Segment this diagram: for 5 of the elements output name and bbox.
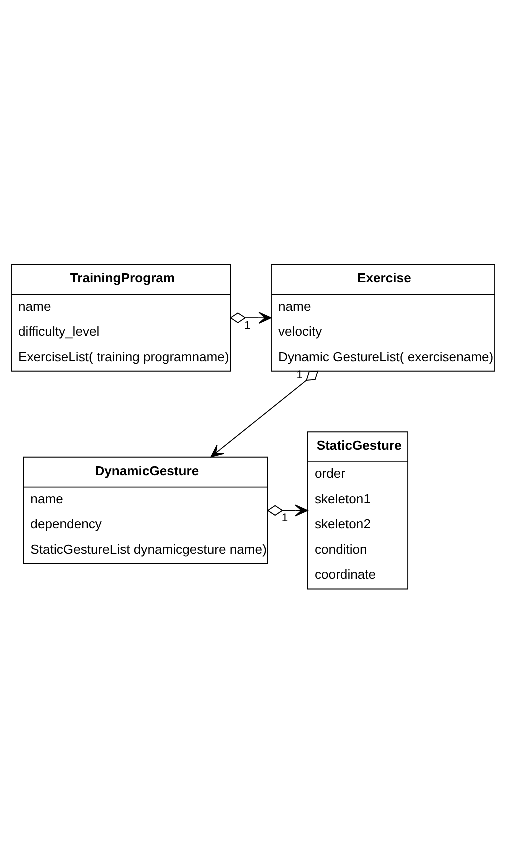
edge-label: 1 — [244, 319, 251, 332]
arrow — [230, 312, 272, 324]
arrow — [267, 504, 308, 516]
arrow — [210, 370, 319, 458]
edge-label: 1 — [282, 512, 288, 524]
